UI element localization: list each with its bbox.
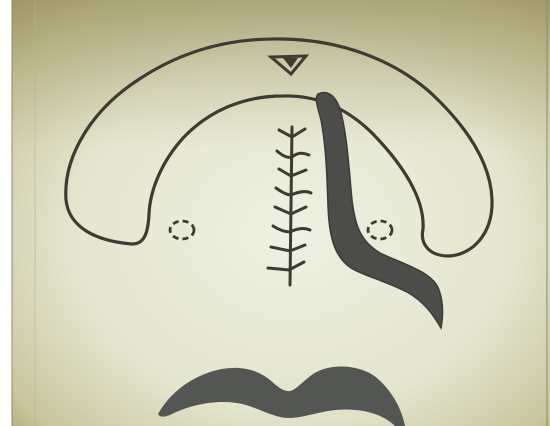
photo-of-drawing <box>0 0 550 426</box>
